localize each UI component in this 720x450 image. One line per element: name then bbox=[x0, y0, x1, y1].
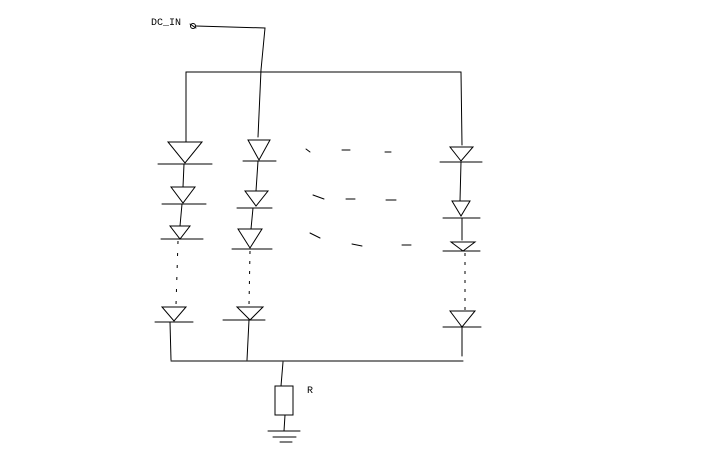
ground-icon bbox=[267, 430, 301, 443]
resistor-lead-top bbox=[280, 361, 284, 387]
diode-icon bbox=[161, 186, 207, 205]
resistor-icon bbox=[274, 385, 294, 416]
col4-top-wire bbox=[460, 71, 463, 146]
diode-icon bbox=[231, 228, 273, 250]
input-feed-wire bbox=[195, 25, 266, 138]
resistor-label: R bbox=[307, 386, 313, 397]
diode-icon bbox=[160, 225, 204, 240]
diode-column-4 bbox=[439, 146, 483, 357]
diode-icon bbox=[222, 306, 266, 321]
diode-column-1 bbox=[154, 141, 213, 361]
diode-icon bbox=[439, 146, 483, 163]
diode-icon bbox=[442, 241, 481, 252]
diode-icon bbox=[157, 141, 213, 165]
omitted-columns-dashes bbox=[305, 148, 412, 247]
diode-icon bbox=[242, 139, 277, 162]
resistor-lead-bottom bbox=[283, 414, 286, 432]
diode-icon bbox=[154, 306, 194, 323]
dc-in-label: DC_IN bbox=[151, 18, 181, 29]
diode-icon bbox=[442, 310, 482, 328]
diode-icon bbox=[442, 200, 481, 219]
diode-column-2 bbox=[222, 139, 277, 361]
input-terminal-icon bbox=[189, 23, 197, 29]
diode-icon bbox=[236, 190, 273, 209]
